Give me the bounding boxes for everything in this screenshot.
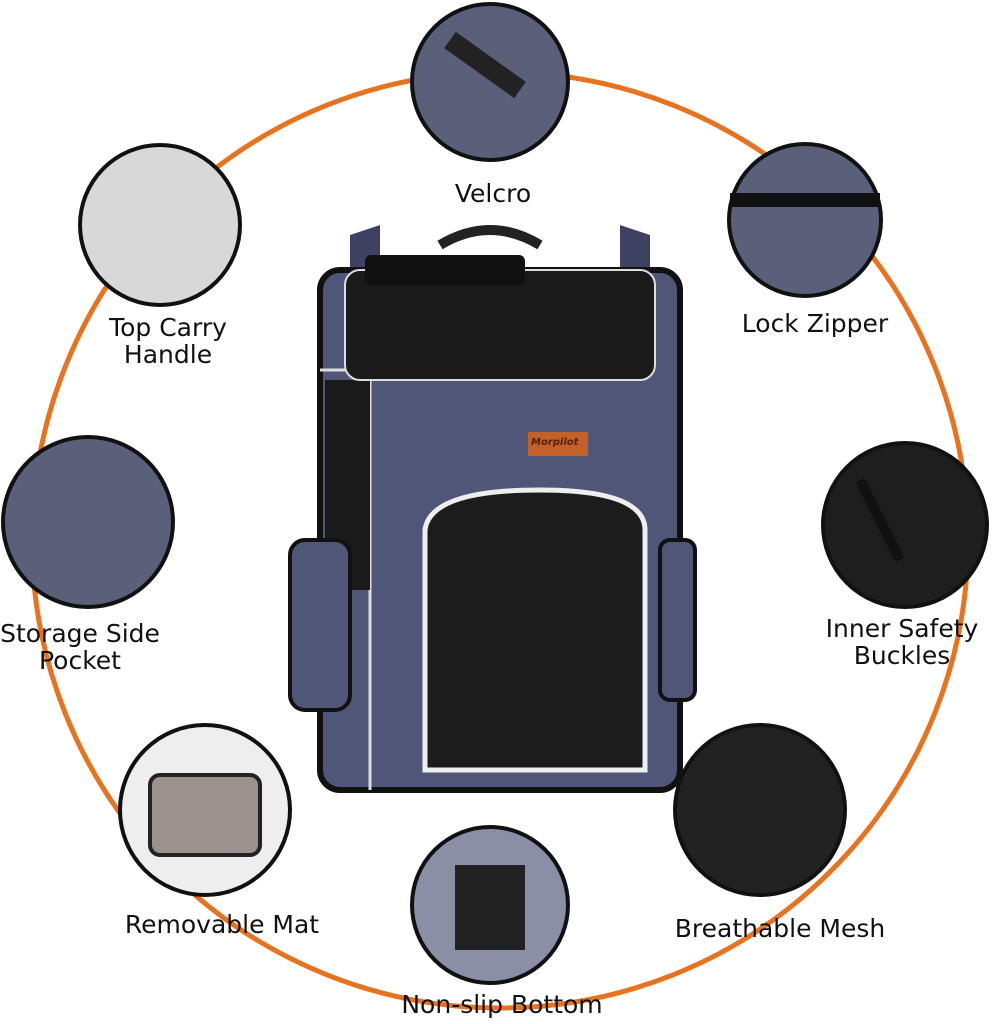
backpack-image	[288, 225, 697, 793]
velcro-photo	[410, 2, 570, 162]
inner-safety-buckles-photo	[821, 441, 989, 609]
brand-tag	[528, 432, 588, 456]
label-non-slip-bottom: Non-slip Bottom	[401, 990, 603, 1019]
lock-zipper-photo	[727, 142, 883, 298]
brand-tag-text: Morpilot	[531, 437, 579, 448]
label-removable-mat: Removable Mat	[124, 910, 320, 939]
storage-side-pocket-photo	[1, 435, 175, 609]
label-lock-zipper: Lock Zipper	[741, 309, 889, 338]
breathable-mesh-photo	[673, 723, 847, 897]
label-velcro: Velcro	[454, 179, 532, 208]
top-carry-handle-photo	[78, 143, 242, 307]
label-breathable-mesh: Breathable Mesh	[674, 914, 886, 943]
